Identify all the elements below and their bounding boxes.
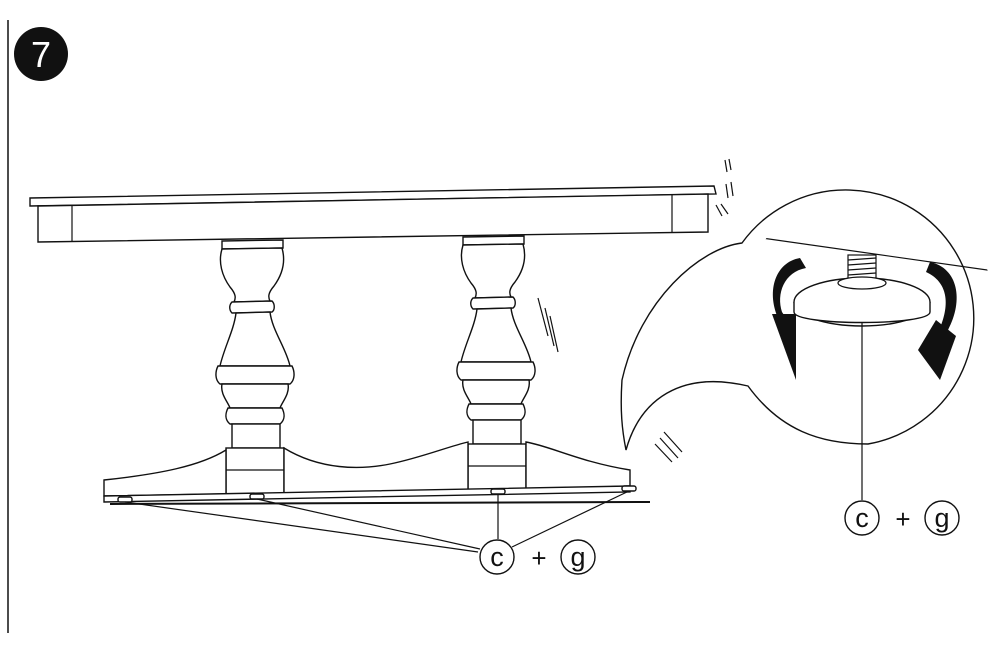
floor-line [109,501,651,505]
part-label-detail: c + g [844,500,960,536]
table-base [103,441,631,503]
leader-lines [124,490,630,553]
pedestal-left [215,239,295,495]
detail-callout: c + g [620,189,996,536]
step-number: 7 [31,34,51,75]
pedestal-right [456,235,536,491]
step-badge: 7 [14,27,68,81]
detail-label-g: g [934,503,949,533]
part-label-main: c + g [479,539,596,575]
threaded-bolt [837,254,887,290]
part-label-c: c [490,542,504,572]
detail-plus-sign: + [895,504,910,534]
vibration-marks-icon [537,158,734,463]
detail-label-c: c [855,503,869,533]
curved-arrows-icon [772,258,957,380]
table-illustration: c + g [29,158,734,575]
table-top [29,185,717,243]
part-label-g: g [570,542,585,572]
plus-sign: + [531,543,546,573]
